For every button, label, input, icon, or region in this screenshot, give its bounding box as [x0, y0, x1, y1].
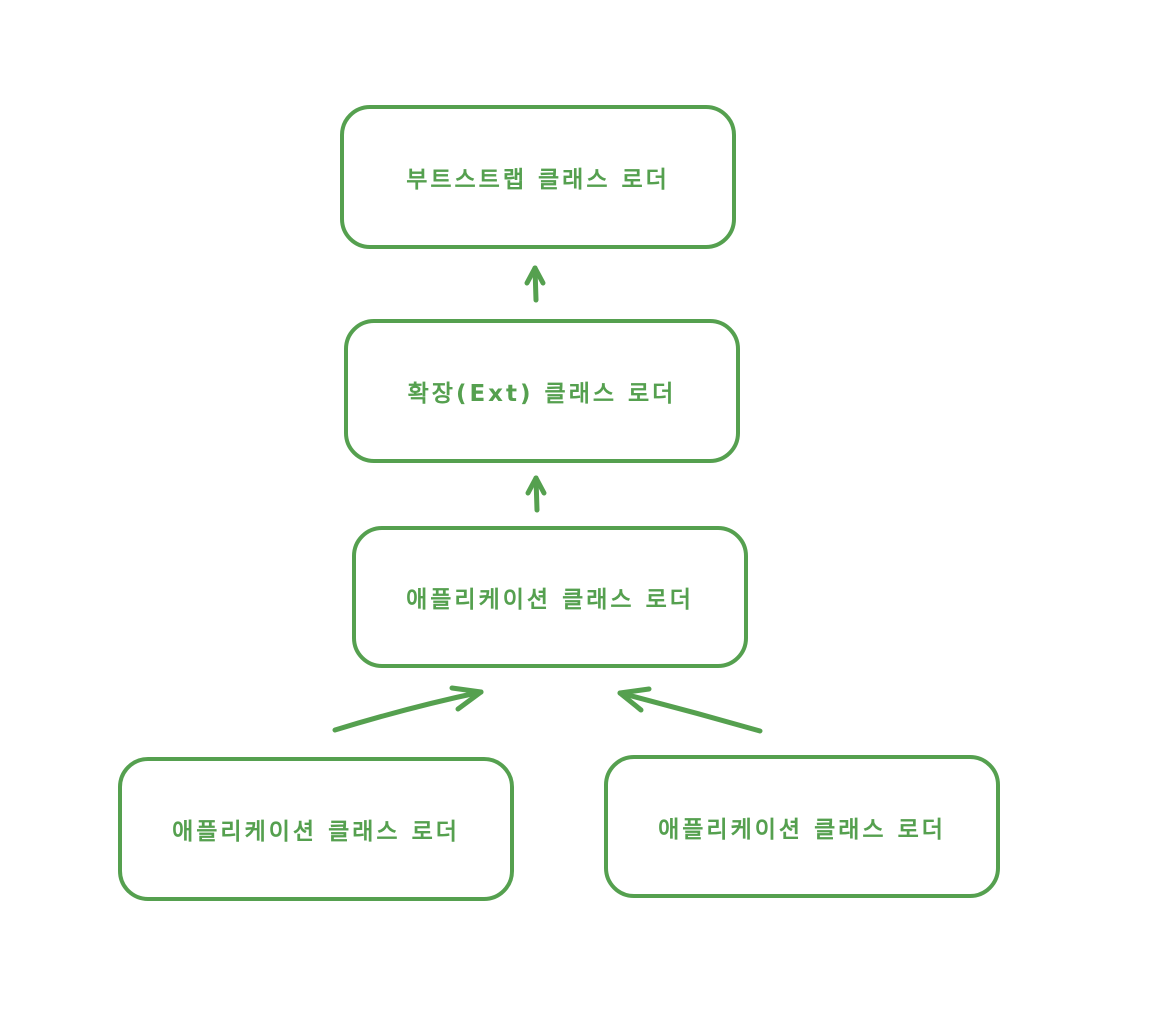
node-label: 애플리케이션 클래스 로더 [172, 819, 460, 845]
node-label: 부트스트랩 클래스 로더 [406, 167, 670, 193]
node-label: 애플리케이션 클래스 로더 [658, 816, 946, 843]
node-ext-class-loader: 확장(Ext) 클래스 로더 [344, 319, 740, 463]
arrow-ext-to-bootstrap [524, 265, 546, 303]
arrow-app-to-ext [525, 475, 547, 513]
arrow-user-left-to-app [332, 685, 484, 733]
node-label: 확장(Ext) 클래스 로더 [407, 381, 677, 407]
node-label: 애플리케이션 클래스 로더 [406, 587, 694, 613]
node-application-class-loader: 애플리케이션 클래스 로더 [352, 526, 748, 668]
arrow-user-right-to-app [617, 686, 763, 734]
node-application-class-loader-left: 애플리케이션 클래스 로더 [118, 757, 514, 901]
node-bootstrap-class-loader: 부트스트랩 클래스 로더 [340, 105, 736, 249]
node-application-class-loader-right: 애플리케이션 클래스 로더 [604, 755, 1000, 898]
